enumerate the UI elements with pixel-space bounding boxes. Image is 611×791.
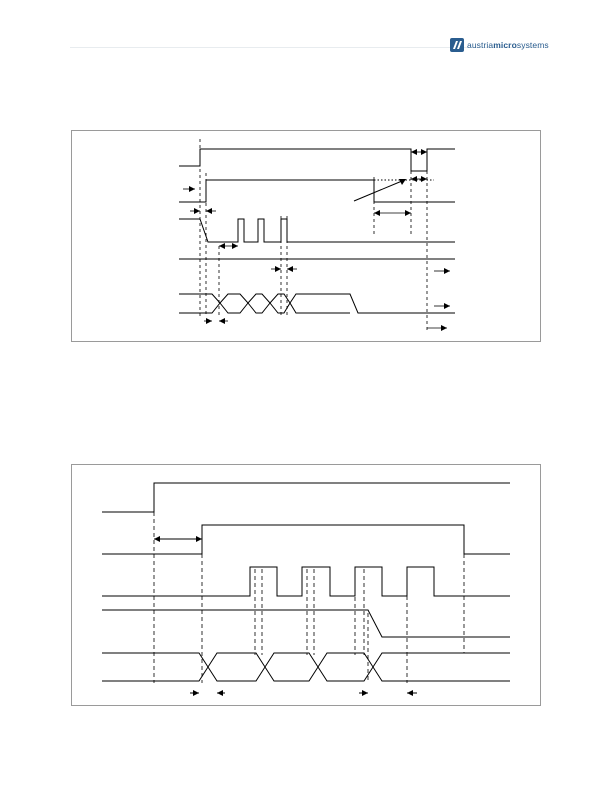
timing-diagram-1 (71, 130, 541, 342)
data-bus-waveform-low (179, 302, 350, 314)
logo-text-bold: micro (493, 40, 517, 50)
signal-2-waveform (179, 179, 455, 203)
timing-diagram-1-canvas (179, 139, 455, 331)
signal-2-waveform (102, 524, 510, 555)
logo-mark-icon (450, 38, 464, 52)
arrow-t2-right (217, 690, 223, 696)
logo-text-tail: systems (516, 40, 549, 50)
timing-diagram-2 (71, 464, 541, 706)
data-bus-bottom (102, 666, 510, 682)
data-bus-waveform (179, 293, 455, 314)
signal-3-waveform (102, 566, 510, 597)
timing-diagram-2-canvas (102, 482, 510, 696)
signal-1-waveform (102, 482, 510, 513)
logo-text-regular: austria (467, 40, 494, 50)
logo-text: austriamicrosystems (467, 40, 549, 50)
arrow-annot (399, 179, 406, 185)
annotation-arrow-line (353, 180, 403, 202)
company-logo: austriamicrosystems (450, 37, 549, 53)
data-bus-top (102, 652, 510, 668)
arrow-t1-right (196, 536, 202, 542)
signal-3-waveform (179, 218, 455, 243)
arrow-t3-left (362, 690, 368, 696)
signal-4-waveform (102, 609, 510, 638)
arrow-t3-right (407, 690, 413, 696)
arrow-t2-left (193, 690, 199, 696)
header-rule (70, 47, 540, 48)
arrow-t1-left (154, 536, 160, 542)
